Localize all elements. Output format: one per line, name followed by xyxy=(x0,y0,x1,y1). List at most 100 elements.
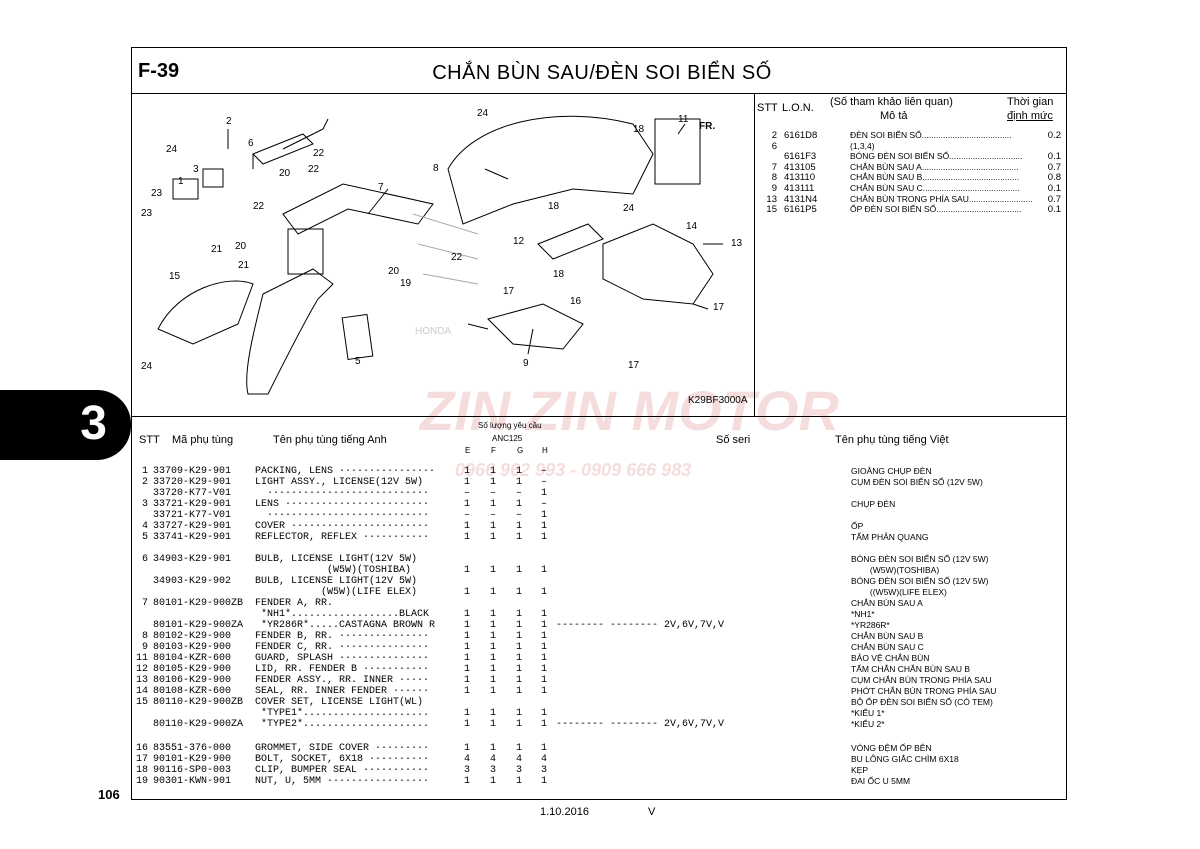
honda-brand-text: HONDA xyxy=(415,326,451,337)
part-name-en: *YR286R*.....CASTAGNA BROWN R xyxy=(255,620,436,631)
callout-12: 12 xyxy=(513,236,525,247)
part-name-en: FENDER ASSY., RR. INNER ····· xyxy=(255,675,430,686)
part-qty: 1 xyxy=(541,532,548,543)
part-qty: 1 xyxy=(516,708,523,719)
part-number: 80103-K29-900 xyxy=(153,642,232,653)
part-name-en: BOLT, SOCKET, 6X18 ·········· xyxy=(255,754,430,765)
part-name-en: ··························· xyxy=(255,510,430,521)
part-index: 7 xyxy=(136,598,149,609)
fender-b-shape xyxy=(447,115,654,225)
part-qty: 1 xyxy=(464,532,471,543)
ref-stt: 15 xyxy=(766,204,777,216)
part-name-vi: ĐAI ỐC U 5MM xyxy=(851,776,911,786)
part-index: 8 xyxy=(136,631,149,642)
callout-13: 13 xyxy=(731,238,743,249)
part-name-vi: KẸP xyxy=(851,765,869,775)
part-qty: 1 xyxy=(516,587,523,598)
callout-20b: 20 xyxy=(235,241,247,252)
callout-6: 6 xyxy=(248,138,254,149)
part-qty: – xyxy=(464,510,471,521)
part-name-en: (W5W)(TOSHIBA) xyxy=(255,565,412,576)
ref-head-desc-1: (Số tham khảo liên quan) xyxy=(830,96,953,108)
part-qty: 1 xyxy=(541,686,548,697)
section-number: 3 xyxy=(80,397,107,450)
part-qty: 1 xyxy=(490,642,497,653)
callout-24a: 24 xyxy=(166,144,178,155)
part-qty: 1 xyxy=(464,499,471,510)
part-name-en: BULB, LICENSE LIGHT(12V 5W) xyxy=(255,576,418,587)
part-name-vi: *NH1* xyxy=(851,609,875,619)
ref-time: 0.1 xyxy=(1047,204,1061,216)
part-qty: 1 xyxy=(516,675,523,686)
part-qty: 1 xyxy=(490,708,497,719)
part-qty: 1 xyxy=(541,609,548,620)
ref-head-time-1: Thời gian xyxy=(1007,96,1054,108)
part-qty: 1 xyxy=(541,642,548,653)
ref-stt: 6 xyxy=(771,140,777,152)
part-qty: – xyxy=(464,488,471,499)
part-serial: -------- -------- 2V,6V,7V,V xyxy=(556,719,725,730)
callout-1: 1 xyxy=(178,176,184,187)
callout-7: 7 xyxy=(378,182,384,193)
part-name-en: REFLECTOR, REFLEX ··········· xyxy=(255,532,430,543)
part-qty: 1 xyxy=(464,664,471,675)
part-name-vi: CỤM CHẮN BÙN TRONG PHÍA SAU xyxy=(851,675,992,685)
part-qty: 1 xyxy=(464,686,471,697)
part-qty: 1 xyxy=(490,477,497,488)
callout-19: 19 xyxy=(400,278,412,289)
part-qty: 1 xyxy=(516,743,523,754)
part-number: 80108-KZR-600 xyxy=(153,686,232,697)
fender-a-shape xyxy=(246,268,334,395)
footer-version: V xyxy=(648,806,656,818)
part-name-en: SEAL, RR. INNER FENDER ······ xyxy=(255,686,430,697)
callout-24d: 24 xyxy=(623,203,635,214)
part-qty: 1 xyxy=(516,664,523,675)
part-name-en: LIGHT ASSY., LICENSE(12V 5W) xyxy=(255,477,424,488)
part-qty: 1 xyxy=(516,686,523,697)
part-number: 33727-K29-901 xyxy=(153,521,232,532)
ref-desc: (1,3,4) xyxy=(850,140,875,151)
part-name-vi: BỘ ỐP ĐÈN SOI BIỂN SỐ (CÓ TEM) xyxy=(851,697,993,707)
callout-18b: 18 xyxy=(548,201,560,212)
part-qty: 1 xyxy=(464,631,471,642)
part-qty: 1 xyxy=(464,653,471,664)
callout-22a: 22 xyxy=(313,148,325,159)
callout-18a: 18 xyxy=(633,124,645,135)
callout-23b: 23 xyxy=(141,208,153,219)
diagram-callouts: 2 6 24 3 1 23 23 20 22 22 7 22 20 21 21 … xyxy=(141,108,743,372)
part-number: 80105-K29-900 xyxy=(153,664,232,675)
table-row: 33721-K77-V01 ··························… xyxy=(0,510,1200,521)
col-head-qty-h: H xyxy=(542,446,548,455)
ref-desc: CHẮN BÙN TRONG PHÍA SAU.................… xyxy=(850,193,1033,204)
header-divider xyxy=(132,93,1066,94)
part-qty: 1 xyxy=(464,743,471,754)
callout-21b: 21 xyxy=(238,260,250,271)
ref-lon: 6161P5 xyxy=(784,204,817,216)
col-head-qty-e: E xyxy=(465,446,471,455)
part-qty: 1 xyxy=(490,653,497,664)
part-number: 33721-K29-901 xyxy=(153,499,232,510)
part-qty: 4 xyxy=(516,754,523,765)
part-qty: 1 xyxy=(490,743,497,754)
part-qty: 1 xyxy=(516,642,523,653)
part-index: 3 xyxy=(136,499,149,510)
ref-stt: 13 xyxy=(766,193,777,205)
part-name-vi: BÓNG ĐÈN SOI BIỂN SỐ (12V 5W) xyxy=(851,576,989,586)
part-name-en: GROMMET, SIDE COVER ········· xyxy=(255,743,430,754)
part-qty: 1 xyxy=(541,565,548,576)
part-name-en: GUARD, SPLASH ··············· xyxy=(255,653,430,664)
part-qty: 1 xyxy=(464,609,471,620)
